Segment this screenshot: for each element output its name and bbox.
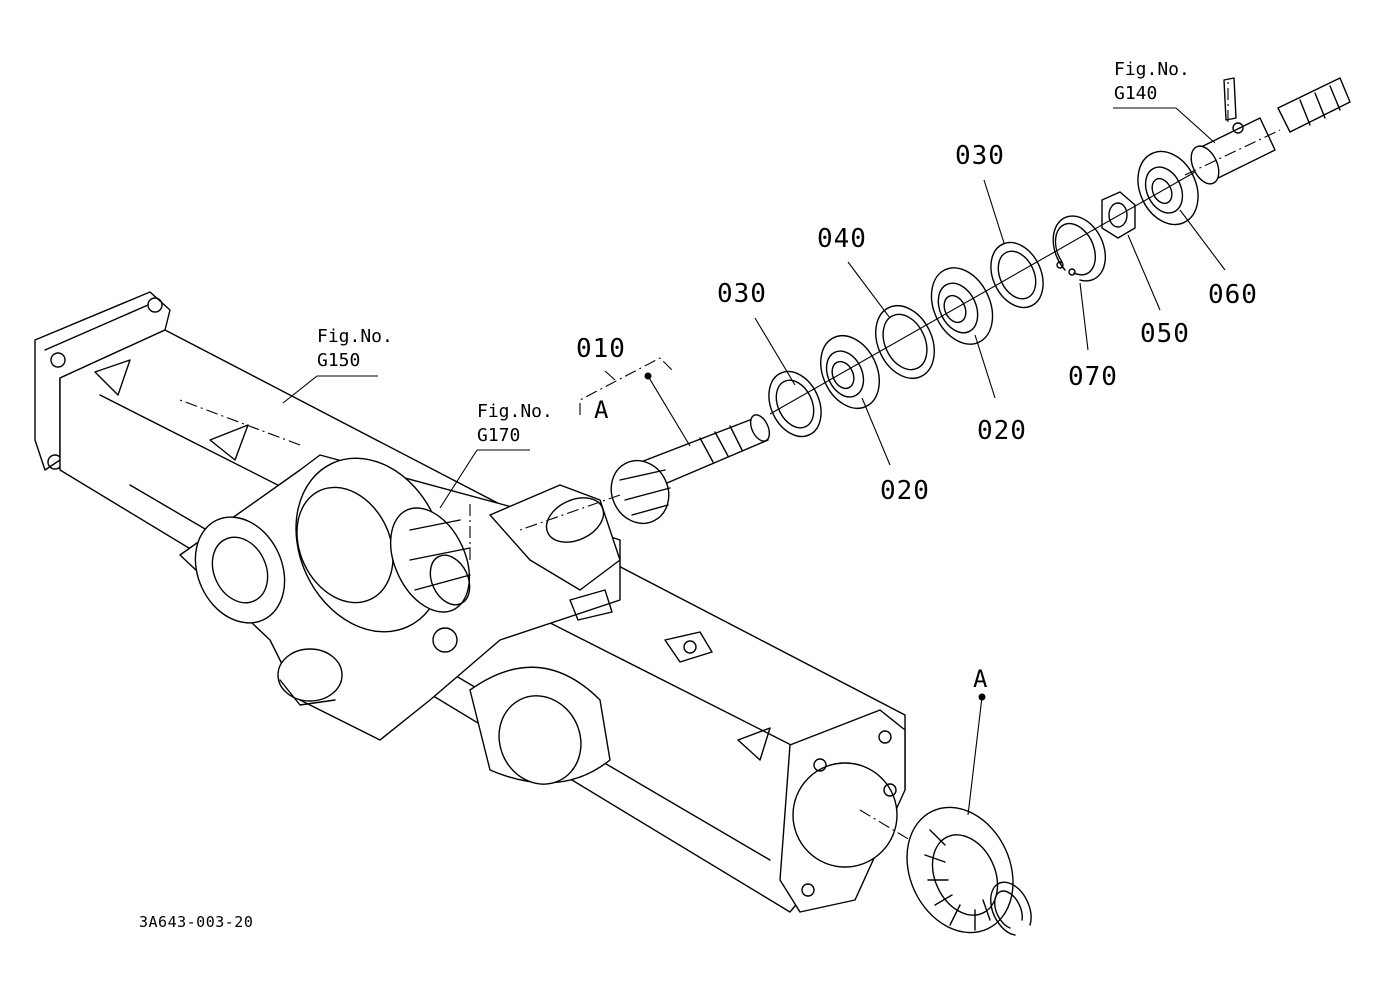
axle-housing	[34, 291, 906, 913]
collar-030-b	[990, 241, 1044, 309]
part-label-030-b[interactable]: 030	[955, 141, 1005, 171]
figure-ref-g170[interactable]: Fig.No. G170	[477, 400, 553, 448]
drawing-code: 3A643-003-20	[139, 913, 254, 931]
figure-ref-g170-number: G170	[477, 425, 521, 446]
figure-ref-g150[interactable]: Fig.No. G150	[317, 325, 393, 373]
bevel-pinion-shaft	[610, 414, 771, 525]
part-label-060[interactable]: 060	[1208, 280, 1258, 310]
part-label-020-b[interactable]: 020	[977, 416, 1027, 446]
bearing-holder-040	[875, 305, 935, 379]
ball-bearing-020-b	[930, 267, 994, 345]
part-label-050[interactable]: 050	[1140, 319, 1190, 349]
figure-ref-g140[interactable]: Fig.No. G140	[1114, 58, 1190, 106]
leader-lines	[282, 107, 1226, 816]
figure-ref-g150-number: G150	[317, 350, 361, 371]
axis-lines	[179, 80, 1281, 841]
part-label-070[interactable]: 070	[1068, 362, 1118, 392]
part-label-030-a[interactable]: 030	[717, 279, 767, 309]
part-label-010[interactable]: 010	[576, 334, 626, 364]
ball-bearing-020-a	[820, 335, 880, 409]
section-ref-upper: A	[594, 396, 609, 424]
ring-gear-circlip	[990, 881, 1032, 936]
section-ref-lower: A	[973, 665, 988, 693]
part-label-020-a[interactable]: 020	[880, 476, 930, 506]
figure-ref-g170-title: Fig.No.	[477, 401, 553, 422]
figure-ref-g140-title: Fig.No.	[1114, 59, 1190, 80]
circlip-070	[1052, 215, 1107, 282]
bevel-ring-gear	[906, 806, 1014, 934]
collar-030-a	[768, 370, 822, 438]
part-label-040[interactable]: 040	[817, 224, 867, 254]
coupling-assembly	[1190, 77, 1351, 185]
figure-ref-g140-number: G140	[1114, 83, 1158, 104]
figure-ref-g150-title: Fig.No.	[317, 326, 393, 347]
